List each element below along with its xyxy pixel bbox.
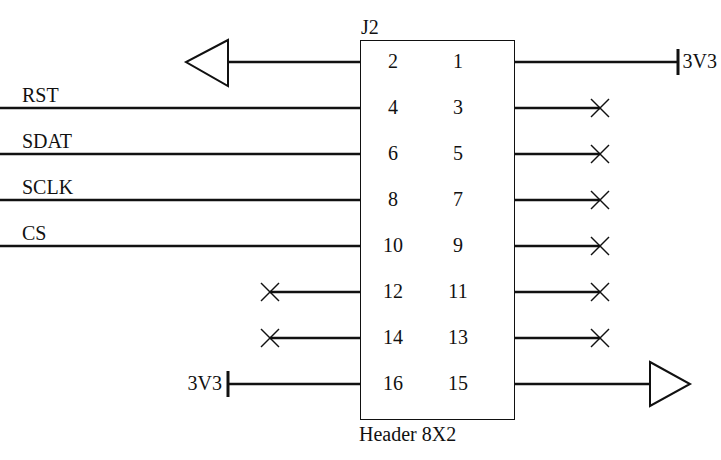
no-connect-mark	[591, 145, 609, 163]
pin-number: 5	[453, 142, 463, 165]
no-connect-mark	[591, 99, 609, 117]
no-connect-mark	[261, 283, 279, 301]
signal-name: SCLK	[22, 176, 73, 199]
no-connect-mark	[591, 191, 609, 209]
pin-number: 12	[383, 280, 403, 303]
pin-number: 15	[448, 372, 468, 395]
pin-number: 1	[453, 50, 463, 73]
no-connect-mark	[591, 191, 609, 209]
pin-number: 9	[453, 234, 463, 257]
pin-number: 11	[448, 280, 467, 303]
pin-number: 2	[388, 50, 398, 73]
pin-number: 7	[453, 188, 463, 211]
pin-number: 14	[383, 326, 403, 349]
no-connect-mark	[591, 237, 609, 255]
part-name: Header 8X2	[359, 423, 456, 446]
reference-designator: J2	[361, 16, 379, 39]
pin-number: 13	[448, 326, 468, 349]
no-connect-mark	[591, 283, 609, 301]
no-connect-mark	[591, 283, 609, 301]
pin-number: 16	[383, 372, 403, 395]
pin-number: 4	[388, 96, 398, 119]
no-connect-mark	[261, 329, 279, 347]
pin-number: 10	[383, 234, 403, 257]
header-connector: J2Header 8X2	[360, 40, 515, 420]
no-connect-mark	[261, 283, 279, 301]
signal-name: CS	[22, 222, 46, 245]
no-connect-mark	[591, 237, 609, 255]
pin-number: 6	[388, 142, 398, 165]
no-connect-mark	[591, 145, 609, 163]
no-connect-mark	[591, 99, 609, 117]
signal-name: RST	[22, 84, 59, 107]
power-net-label: 3V3	[188, 372, 222, 395]
no-connect-mark	[591, 329, 609, 347]
pin-number: 3	[453, 96, 463, 119]
signal-name: SDAT	[22, 130, 72, 153]
pin-number: 8	[388, 188, 398, 211]
no-connect-mark	[261, 329, 279, 347]
power-net-label: 3V3	[683, 50, 717, 73]
no-connect-mark	[591, 329, 609, 347]
